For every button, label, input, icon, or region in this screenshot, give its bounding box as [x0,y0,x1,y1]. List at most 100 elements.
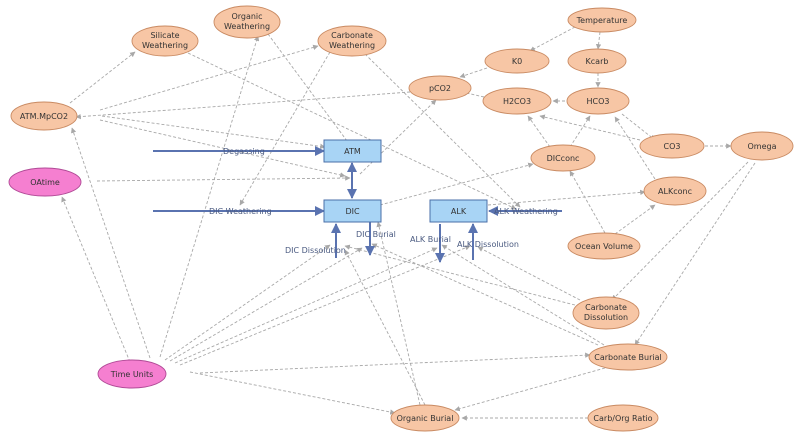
node-carb-org-ratio[interactable]: Carb/Org Ratio [587,404,659,432]
link-atm-mpco2-to-silicate-weathering [69,51,136,104]
flow-labels: Degassing DIC Weathering ALK Weathering … [209,147,558,255]
link-co3-to-h2co3 [539,114,641,141]
link-atm-mpco2-to-degassing [101,115,326,150]
node-pco2-shape [408,75,472,101]
node-atm-mpco2-shape [10,101,78,131]
link-h2co3-to-pco2 [461,90,485,98]
node-kcarb-label: Kcarb [586,57,609,66]
link-carbonate-burial-to-alk-burial [441,244,605,346]
node-co3-label: CO3 [664,142,681,151]
node-pco2[interactable]: pCO2 [408,75,472,101]
link-alkconc-to-hco3 [614,116,656,180]
link-dicconc-to-h2co3 [527,115,551,148]
node-organic-burial-shape [390,404,460,432]
link-oatime-to-atm [96,175,351,182]
link-carbonate-dissolution-to-alk-dissolution [477,246,581,301]
node-alkconc[interactable]: ALKconc [643,176,707,206]
node-organic-burial-label: Organic Burial [397,414,454,423]
node-dicconc-shape [530,144,596,172]
stock-atm[interactable]: ATM [323,139,382,163]
node-organic-weathering-line-1: Organic [231,12,262,21]
flow-label-alk-weathering: ALK Weathering [494,207,558,216]
stock-dic-box [323,199,382,223]
node-organic-weathering-line-2: Weathering [224,22,270,31]
node-temperature[interactable]: Temperature [567,7,637,33]
node-time-units-label: Time Units [110,370,154,379]
node-co3-shape [639,133,705,159]
flow-pipes [153,146,562,263]
node-oatime-label: OAtime [30,178,60,187]
node-silicate-weathering[interactable]: Silicate Weathering [131,25,199,57]
link-silicate-weathering-to-alk-weathering [187,52,517,210]
node-co3[interactable]: CO3 [639,133,705,159]
node-silicate-weathering-line-1: Silicate [150,31,179,40]
information-links [61,26,756,421]
node-time-units-shape [97,359,167,389]
node-h2co3[interactable]: H2CO3 [482,87,552,115]
node-time-units[interactable]: Time Units [97,359,167,389]
node-ocean-volume-shape [567,232,641,260]
node-kcarb[interactable]: Kcarb [567,48,627,74]
node-omega-shape [730,131,794,161]
link-omega-to-carbonate-burial [634,162,756,346]
node-organic-weathering[interactable]: Organic Weathering [213,5,281,39]
node-k0[interactable]: K0 [484,48,550,74]
node-ocean-volume[interactable]: Ocean Volume [567,232,641,260]
node-hco3[interactable]: HCO3 [566,87,630,115]
node-dicconc[interactable]: DICconc [530,144,596,172]
node-organic-weathering-shape [213,5,281,39]
node-temperature-shape [567,7,637,33]
flow-label-alk-dissolution: ALK Dissolution [457,240,519,249]
node-kcarb-shape [567,48,627,74]
link-time-units-to-atm-mpco2 [71,127,151,359]
flow-label-alk-burial: ALK Burial [410,235,451,244]
node-temperature-label: Temperature [576,16,628,25]
node-carbonate-burial-shape [588,343,668,371]
stock-atm-box [323,139,382,163]
link-omega-to-carbonate-dissolution [611,161,749,301]
node-carbonate-weathering-line-2: Weathering [329,41,375,50]
link-carbonate-weathering-to-dic-weathering [239,51,331,206]
link-atm-mpco2-to-dic-weathering [99,119,346,178]
link-time-units-to-dic-burial [169,247,363,362]
node-carbonate-burial[interactable]: Carbonate Burial [588,343,668,371]
node-h2co3-shape [482,87,552,115]
link-organic-burial-to-dic-dissolution [344,249,426,406]
link-time-units-to-alk-burial [174,247,438,364]
link-ocean-volume-to-dicconc [569,170,606,234]
node-atm-mpco2[interactable]: ATM.MpCO2 [10,101,78,131]
link-carbonate-burial-to-dic-burial [371,243,599,346]
link-carbonate-weathering-to-alk-weathering [364,53,521,208]
node-carbonate-dissolution[interactable]: Carbonate Dissolution [572,296,640,330]
node-k0-label: K0 [512,57,522,66]
stock-dic[interactable]: DIC [323,199,382,223]
link-time-units-to-organic-weathering [159,35,260,358]
link-time-units-to-alk-dissolution [179,245,471,366]
link-dicconc-to-hco3 [569,115,591,148]
node-carbonate-weathering-line-1: Carbonate [331,31,373,40]
node-hco3-shape [566,87,630,115]
node-carbonate-burial-label: Carbonate Burial [594,353,662,362]
node-organic-burial[interactable]: Organic Burial [390,404,460,432]
link-pco2-to-atm-mpco2 [75,91,411,120]
stock-alk[interactable]: ALK [429,199,488,223]
node-carbonate-weathering[interactable]: Carbonate Weathering [317,25,387,57]
node-silicate-weathering-line-2: Weathering [142,41,188,50]
node-carbonate-dissolution-shape [572,296,640,330]
node-carbonate-dissolution-line-1: Carbonate [585,303,627,312]
node-carbonate-weathering-shape [317,25,387,57]
stocks: ATM DIC ALK [323,139,488,223]
node-omega[interactable]: Omega [730,131,794,161]
node-h2co3-label: H2CO3 [503,97,531,106]
link-temperature-to-kcarb [595,31,602,50]
link-time-units-to-carbonate-burial [199,352,591,374]
stock-alk-label: ALK [451,207,467,216]
link-carbonate-burial-to-organic-burial [454,367,606,412]
link-time-units-to-dic-dissolution [164,244,331,361]
link-alk-to-alkconc [487,189,646,206]
node-oatime[interactable]: OAtime [8,167,82,197]
stock-atm-label: ATM [344,147,361,156]
node-oatime-shape [8,167,82,197]
link-atm-mpco2-to-carbonate-weathering [99,44,319,111]
